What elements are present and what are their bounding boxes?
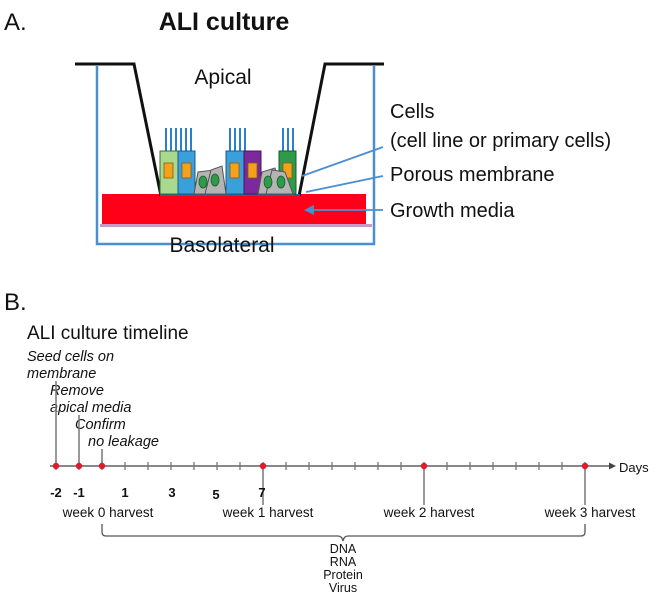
cilia-group-2 xyxy=(229,128,246,151)
harvest-label-week-2: week 2 harvest xyxy=(383,505,475,520)
panel-a-letter: A. xyxy=(4,9,27,36)
red-day-markers xyxy=(52,462,589,470)
basal-nucleus xyxy=(198,175,208,189)
membrane-pointer xyxy=(305,175,384,193)
harvest-label-week-3: week 3 harvest xyxy=(544,505,636,520)
growth-media-bottom xyxy=(100,224,372,227)
cells-pointer xyxy=(301,146,384,177)
axis-label-days: Days xyxy=(619,460,649,475)
cells-label: Cells xyxy=(390,101,434,123)
output-protein: Protein xyxy=(323,568,363,582)
media-label: Growth media xyxy=(390,200,515,222)
day-label-3: 3 xyxy=(168,485,175,500)
insert-wall-right xyxy=(297,62,384,197)
basal-nucleus xyxy=(263,175,273,189)
insert-wall-left xyxy=(75,62,163,197)
day-label-1: 1 xyxy=(121,485,128,500)
event-confirm-line-1: Confirm xyxy=(75,417,126,433)
event-confirm-line-2: no leakage xyxy=(88,434,159,450)
growth-media-layer xyxy=(102,194,366,224)
ali-well-diagram xyxy=(75,62,384,246)
basolateral-label: Basolateral xyxy=(169,234,274,257)
basal-nucleus xyxy=(210,173,220,187)
output-virus: Virus xyxy=(329,581,357,595)
panel-a-title: ALI culture xyxy=(159,8,290,36)
nucleus xyxy=(247,162,258,179)
event-seed-line-2: membrane xyxy=(27,366,96,382)
day-label-7: 7 xyxy=(258,485,265,500)
day-label-5: 5 xyxy=(212,487,219,502)
panel-b-title: ALI culture timeline xyxy=(27,323,189,344)
harvest-label-week-0: week 0 harvest xyxy=(62,505,154,520)
harvest-markers xyxy=(262,466,586,505)
event-remove-line-2: apical media xyxy=(50,400,131,416)
timeline xyxy=(50,462,616,505)
pointer-lines xyxy=(301,146,384,215)
day-marker-dot xyxy=(75,462,83,470)
timeline-arrowhead xyxy=(609,462,616,470)
cell-layer xyxy=(159,128,297,195)
harvest-brace xyxy=(101,524,586,542)
apical-label: Apical xyxy=(194,66,251,89)
outer-well xyxy=(95,66,376,246)
basal-nucleus xyxy=(276,175,286,189)
media-pointer-arrowhead xyxy=(303,205,314,215)
day-marker-dot xyxy=(420,462,428,470)
cells-sublabel: (cell line or primary cells) xyxy=(390,130,611,152)
nucleus xyxy=(163,162,174,179)
event-seed-line-1: Seed cells on xyxy=(27,349,114,365)
nucleus xyxy=(181,162,192,179)
cilia-group-3 xyxy=(282,128,294,151)
day-marker-dot xyxy=(52,462,60,470)
cilia-group-1 xyxy=(165,128,192,151)
day-label-minus1: -1 xyxy=(73,485,85,500)
day-marker-dot xyxy=(581,462,589,470)
membrane-label: Porous membrane xyxy=(390,164,555,186)
nucleus xyxy=(229,162,240,179)
panel-b-letter: B. xyxy=(4,289,27,316)
harvest-label-week-1: week 1 harvest xyxy=(222,505,314,520)
output-rna: RNA xyxy=(330,555,357,569)
day-label-minus2: -2 xyxy=(50,485,62,500)
output-dna: DNA xyxy=(330,542,357,556)
event-remove-line-1: Remove xyxy=(50,383,104,399)
day-marker-dot xyxy=(98,462,106,470)
day-marker-dot xyxy=(259,462,267,470)
